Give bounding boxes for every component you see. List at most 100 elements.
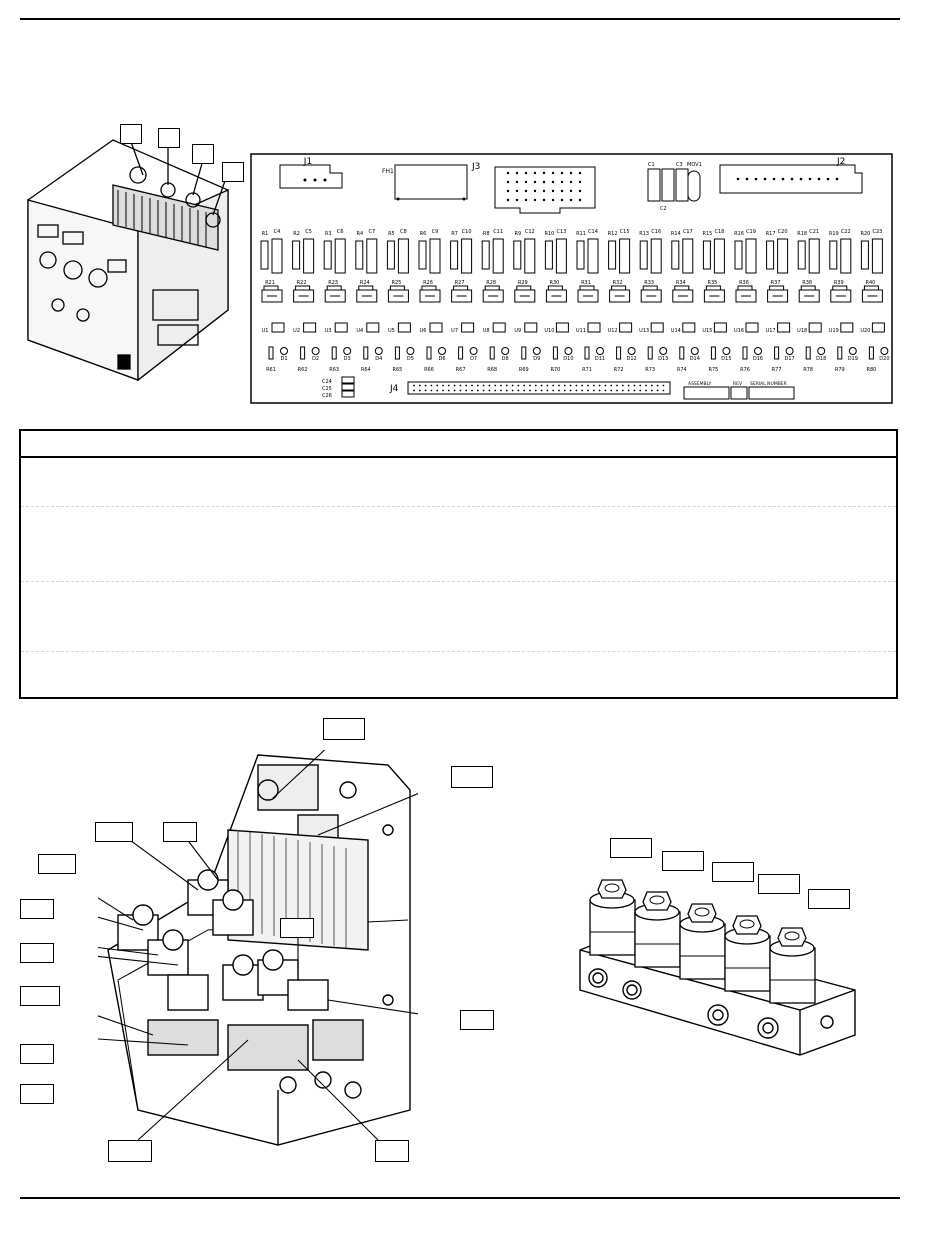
j4-pin [569, 384, 572, 387]
pcb-led-label: D3 [344, 356, 351, 362]
pcb-capacitor-label: C15 [620, 229, 630, 235]
pcb-capacitor-label: C14 [588, 229, 598, 235]
j2-pin [781, 177, 785, 181]
j4-pin [465, 384, 468, 387]
pcb-resistor [481, 240, 490, 270]
j3-pin [560, 180, 564, 184]
pcb-ic-label: U6 [420, 328, 427, 334]
pcb-ic [429, 322, 443, 333]
j4-pin [540, 389, 543, 392]
serial-label: SERIAL NUMBER [750, 381, 787, 387]
callout-box [712, 862, 754, 882]
pcb-ic-label: U9 [514, 328, 521, 334]
j4-pin [494, 384, 497, 387]
pcb-resistor-label: R76 [740, 367, 750, 373]
callout-box [460, 1010, 494, 1030]
pcb-resistor-label: R79 [835, 367, 845, 373]
pcb-capacitor-label: C9 [432, 229, 439, 235]
pcb-capacitor [524, 238, 536, 274]
pcb-led-label: D5 [407, 356, 414, 362]
pcb-ic [461, 322, 475, 333]
pcb-resistor-label: R12 [608, 231, 618, 237]
pcb-resistor-label: R33 [644, 280, 654, 286]
callout-box [20, 986, 60, 1006]
pcb-resistor-label: R37 [771, 280, 781, 286]
callout-box [808, 889, 850, 909]
pcb-capacitor [619, 238, 631, 274]
j4-pin [482, 389, 485, 392]
pcb-relay [735, 289, 757, 303]
j4-pin [424, 384, 427, 387]
j3-pin [551, 180, 555, 184]
pcb-resistor-label: R28 [486, 280, 496, 286]
j4-pin [650, 384, 653, 387]
pcb-resistor-label: R36 [739, 280, 749, 286]
j3-pin [560, 198, 564, 202]
j4-pin [575, 389, 578, 392]
rev-label: REV [733, 381, 743, 387]
pcb-ic-label: U16 [734, 328, 744, 334]
j4-pin [494, 389, 497, 392]
callout-box [451, 766, 493, 788]
pcb-resistor [774, 346, 780, 360]
pcb-ic-label: U17 [766, 328, 776, 334]
j3-pin [533, 189, 537, 193]
callout-box [662, 851, 704, 871]
pcb-led-label: D14 [690, 356, 700, 362]
pcb-resistor-label: R16 [734, 231, 744, 237]
j3-pin [533, 171, 537, 175]
j2-pin [763, 177, 767, 181]
pcb-ic-label: U19 [829, 328, 839, 334]
pcb-led-label: D20 [879, 356, 889, 362]
j3-pin [515, 171, 519, 175]
pcb-ic-label: U14 [671, 328, 681, 334]
pcb-resistor-label: R11 [576, 231, 586, 237]
callout-box [610, 838, 652, 858]
j4-pin [598, 389, 601, 392]
pcb-led-label: D7 [470, 356, 477, 362]
fh1-label: FH1 [382, 168, 394, 175]
pcb-resistor-label: R5 [388, 231, 395, 237]
pcb-resistor [639, 240, 648, 270]
pcb-ic [334, 322, 348, 333]
pcb-resistor-label: R29 [518, 280, 528, 286]
pcb-capacitor [271, 238, 283, 274]
j4-pin [413, 384, 415, 387]
j4-pin [418, 384, 421, 387]
pcb-ic [555, 322, 569, 333]
pcb-relay [830, 289, 852, 303]
pcb-resistor-label: R67 [456, 367, 466, 373]
pcb-resistor-label: R4 [356, 231, 363, 237]
pcb-resistor [544, 240, 553, 270]
pcb-capacitor [777, 238, 789, 274]
pcb-ic [682, 322, 696, 333]
pcb-ic [524, 322, 538, 333]
j1-label: J1 [303, 157, 312, 167]
callout-box [192, 144, 214, 164]
solenoid-nut-center [604, 883, 620, 893]
j3-pin [533, 198, 537, 202]
pcb-resistor [671, 240, 680, 270]
assembly-label: ASSEMBLY [688, 381, 712, 387]
pcb-relay [861, 289, 883, 303]
pcb-capacitor-label: C22 [841, 229, 851, 235]
pcb-resistor [418, 240, 427, 270]
pcb-capacitor [366, 238, 378, 274]
callout-box [158, 128, 180, 148]
pcb-resistor-label: R31 [581, 280, 591, 286]
pcb-resistor-label: R30 [549, 280, 559, 286]
j4-pin [627, 384, 630, 387]
pcb-capacitor [461, 238, 473, 274]
j2-pin [817, 177, 821, 181]
pcb-ic-label: U11 [576, 328, 586, 334]
j4-pin [511, 389, 514, 392]
pcb-resistor-label: R61 [266, 367, 276, 373]
callout-box [323, 718, 365, 740]
callout-box [20, 899, 54, 919]
pcb-ic [745, 322, 759, 333]
pcb-led [785, 347, 794, 355]
pcb-led [374, 347, 383, 355]
pcb-resistor [576, 240, 585, 270]
j4-pin [604, 384, 607, 387]
pcb-capacitor [555, 238, 567, 274]
